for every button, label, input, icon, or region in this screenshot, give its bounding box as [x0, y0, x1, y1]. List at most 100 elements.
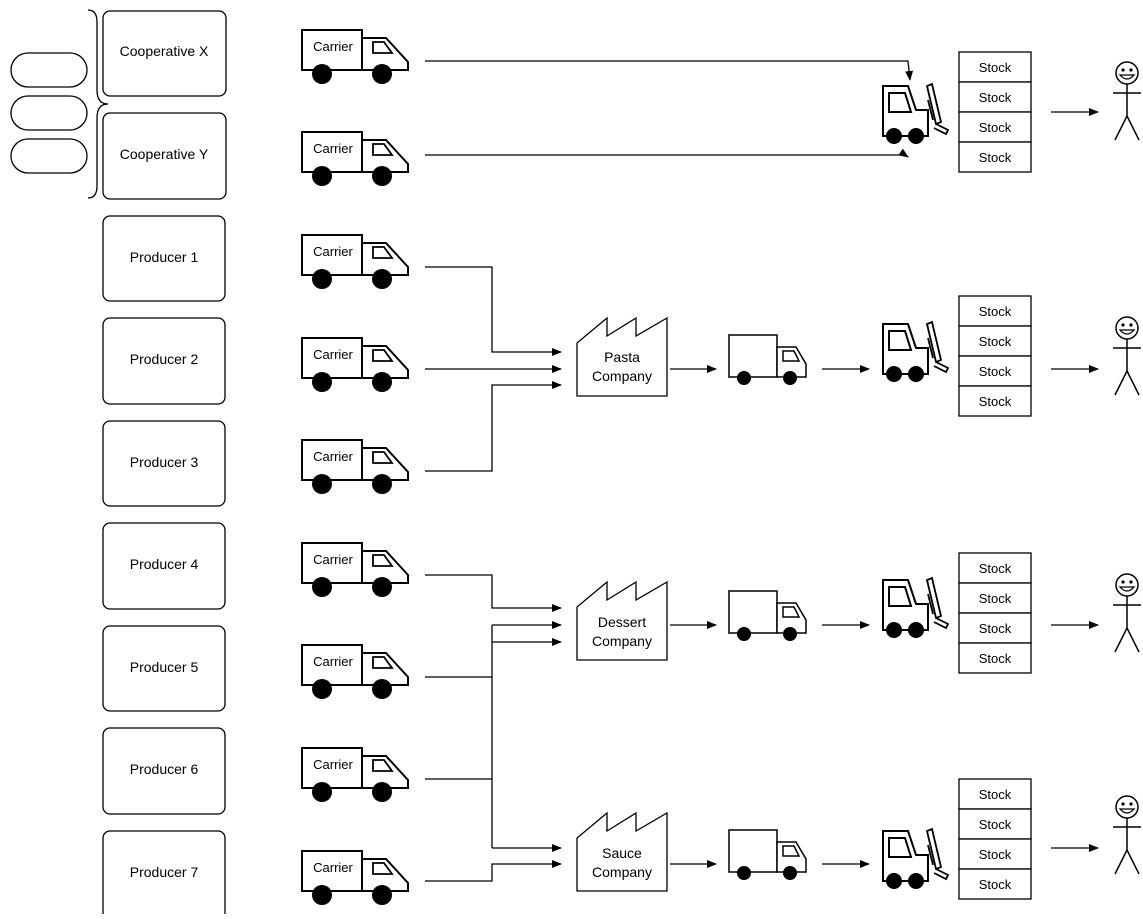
stock-cell	[958, 385, 1032, 417]
capsule-group	[10, 52, 88, 174]
connector-coop-x	[425, 60, 914, 81]
stock-label: Stock	[979, 621, 1012, 636]
carrier-truck-icon: Carrier	[301, 644, 409, 700]
dessert-company-suffix: Company	[592, 633, 652, 649]
forklift-icon	[882, 321, 949, 383]
cooperative-y-label: Cooperative Y	[120, 146, 209, 162]
stock-label: Stock	[979, 561, 1012, 576]
sauce-company[interactable]: Sauce Company	[576, 812, 668, 892]
stock-label: Stock	[979, 877, 1012, 892]
stock-label: Stock	[979, 120, 1012, 135]
stock-label: Stock	[979, 591, 1012, 606]
producer-6-label: Producer 6	[130, 761, 199, 777]
stock-label: Stock	[979, 60, 1012, 75]
stock-label: Stock	[979, 847, 1012, 862]
stock-label: Stock	[979, 394, 1012, 409]
pasta-company-name: Pasta	[604, 349, 640, 365]
producer-2-label: Producer 2	[130, 351, 199, 367]
sauce-company-name: Sauce	[602, 845, 642, 861]
dessert-company[interactable]: Dessert Company	[576, 581, 668, 661]
stock-stack: Stock Stock Stock Stock	[958, 295, 1032, 417]
stock-label: Stock	[979, 150, 1012, 165]
connector-coop-y	[425, 148, 909, 158]
capsule	[10, 52, 88, 88]
stock-stack: Stock Stock Stock Stock	[958, 552, 1032, 674]
stock-cell	[958, 81, 1032, 113]
carrier-truck-icon: Carrier	[301, 542, 409, 598]
delivery-truck-icon	[728, 590, 807, 642]
stock-label: Stock	[979, 364, 1012, 379]
connector-p7-sauce	[425, 860, 562, 882]
capsule	[10, 138, 88, 174]
pasta-company[interactable]: Pasta Company	[576, 317, 668, 397]
carrier-label: Carrier	[313, 449, 353, 464]
stock-cell	[958, 355, 1032, 387]
stock-cell	[958, 141, 1032, 173]
stock-cell	[958, 582, 1032, 614]
source-boxes: Cooperative X Cooperative Y Producer 1 P…	[102, 10, 227, 919]
carrier-truck-icon: Carrier	[301, 439, 409, 495]
stock-label: Stock	[979, 817, 1012, 832]
delivery-truck-icon	[728, 829, 807, 881]
flow-connectors	[425, 60, 1099, 882]
carrier-truck-icon: Carrier	[301, 747, 409, 803]
carrier-label: Carrier	[313, 552, 353, 567]
carrier-label: Carrier	[313, 654, 353, 669]
cooperative-y-box[interactable]: Cooperative Y	[102, 112, 227, 200]
producer-2-box[interactable]: Producer 2	[102, 317, 226, 405]
forklift-icon	[882, 577, 949, 639]
carrier-truck-icon: Carrier	[301, 29, 409, 85]
producer-1-box[interactable]: Producer 1	[102, 215, 226, 302]
consumer-icon	[1112, 61, 1142, 141]
carrier-label: Carrier	[313, 860, 353, 875]
delivery-truck-icon	[728, 334, 807, 386]
stock-label: Stock	[979, 787, 1012, 802]
consumer-icon	[1112, 316, 1142, 396]
stock-label: Stock	[979, 304, 1012, 319]
carrier-truck-icon: Carrier	[301, 850, 409, 906]
consumer-icon	[1112, 795, 1142, 875]
carrier-truck-icon: Carrier	[301, 131, 409, 187]
producer-5-box[interactable]: Producer 5	[102, 625, 226, 712]
connector-p1-pasta	[425, 266, 562, 356]
stock-cell	[958, 778, 1032, 810]
producer-7-label: Producer 7	[130, 864, 199, 880]
dessert-company-name: Dessert	[598, 614, 646, 630]
stock-cell	[958, 642, 1032, 674]
sauce-company-suffix: Company	[592, 864, 652, 880]
producer-4-label: Producer 4	[130, 556, 199, 572]
carrier-label: Carrier	[313, 141, 353, 156]
cooperative-brace	[87, 9, 109, 199]
cooperative-x-label: Cooperative X	[120, 43, 209, 59]
carrier-label: Carrier	[313, 757, 353, 772]
stock-label: Stock	[979, 334, 1012, 349]
stock-stack: Stock Stock Stock Stock	[958, 778, 1032, 900]
stock-stack: Stock Stock Stock Stock	[958, 51, 1032, 173]
stock-cell	[958, 295, 1032, 327]
carrier-trucks: Carrier Carrier Carrier Carrier Carrier …	[301, 29, 409, 906]
consumer-icon	[1112, 573, 1142, 653]
producer-7-box[interactable]: Producer 7	[102, 830, 226, 919]
capsule	[10, 95, 88, 131]
carrier-truck-icon: Carrier	[301, 234, 409, 290]
producer-4-box[interactable]: Producer 4	[102, 522, 226, 610]
carrier-label: Carrier	[313, 39, 353, 54]
stock-cell	[958, 868, 1032, 900]
stock-label: Stock	[979, 90, 1012, 105]
connector-p4-dessert	[425, 574, 562, 612]
producer-3-box[interactable]: Producer 3	[102, 420, 226, 507]
cooperative-x-box[interactable]: Cooperative X	[102, 10, 227, 97]
stock-stacks: Stock Stock Stock Stock Stock Stock Stoc…	[958, 51, 1032, 900]
carrier-label: Carrier	[313, 244, 353, 259]
producer-5-label: Producer 5	[130, 659, 199, 675]
stock-label: Stock	[979, 651, 1012, 666]
stock-cell	[958, 808, 1032, 840]
carrier-label: Carrier	[313, 347, 353, 362]
stock-cell	[958, 325, 1032, 357]
forklift-icon	[882, 828, 949, 890]
carrier-truck-icon: Carrier	[301, 337, 409, 393]
connector-p3-pasta	[425, 381, 562, 472]
producer-6-box[interactable]: Producer 6	[102, 727, 226, 815]
